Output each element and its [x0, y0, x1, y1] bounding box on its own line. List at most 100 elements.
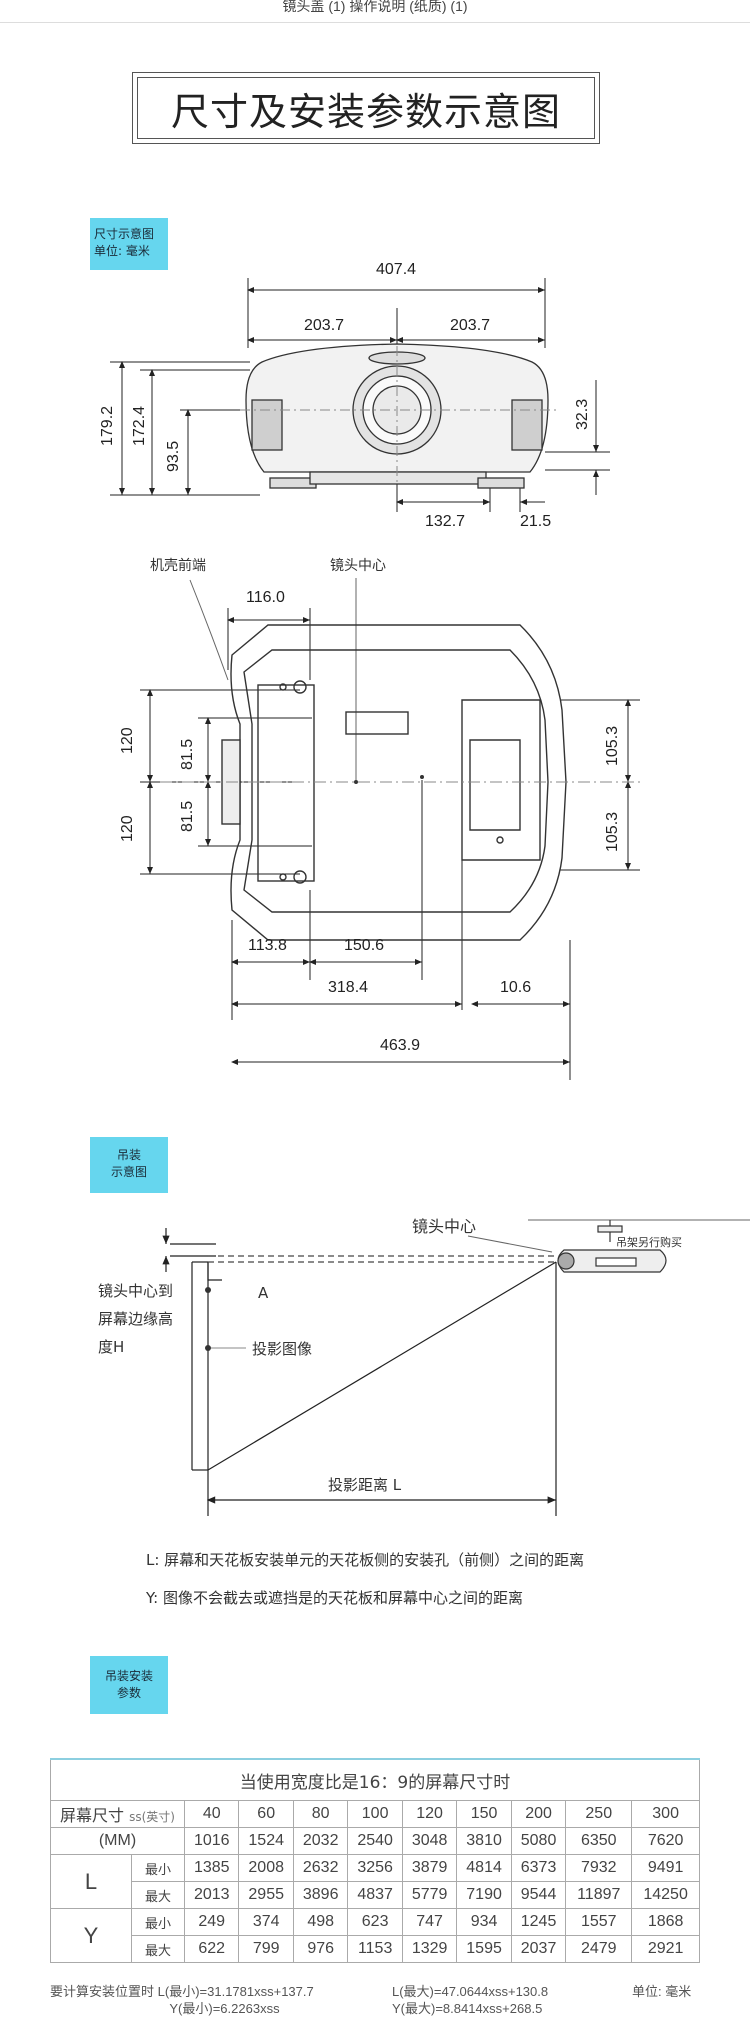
- y-min-cell: 747: [401, 1908, 458, 1936]
- dim-815a: 81.5: [179, 739, 196, 770]
- mm-cell: 1524: [238, 1827, 294, 1855]
- table-row-sizes: 屏幕尺寸 ss(英寸) 40 60 80 100 120 150 200 250…: [50, 1800, 700, 1828]
- top-crumb-bar: 镜头盖 (1) 操作说明 (纸质) (1): [0, 0, 750, 23]
- y-min-label: 最小: [131, 1908, 185, 1936]
- y-max-cell: 622: [183, 1935, 240, 1963]
- y-min-cell: 1557: [565, 1908, 633, 1936]
- dim-1053a: 105.3: [604, 726, 621, 766]
- dim-203b: 203.7: [450, 317, 490, 334]
- dim-4639: 463.9: [380, 1037, 420, 1054]
- size-label-cell: 屏幕尺寸 ss(英寸): [50, 1800, 185, 1828]
- l-max-cell: 5779: [401, 1881, 458, 1909]
- l-min-cell: 9491: [631, 1854, 700, 1882]
- table-row-y-min: Y 最小 249 374 498 623 747 934 1245 1557 1…: [50, 1908, 700, 1963]
- y-max-cell: 2479: [565, 1935, 633, 1963]
- dim-1506: 150.6: [344, 937, 384, 954]
- size-cell: 40: [183, 1800, 240, 1828]
- dim-935: 93.5: [165, 441, 182, 472]
- label-height-1: 镜头中心到: [98, 1282, 173, 1300]
- label-projected-image: 投影图像: [252, 1340, 312, 1358]
- dim-1327: 132.7: [425, 513, 465, 530]
- formula-l-min: L(最小)=31.1781xss+137.7: [157, 1984, 314, 1999]
- y-min-cell: 249: [183, 1908, 240, 1936]
- y-max-cell: 1595: [456, 1935, 512, 1963]
- label-mount-note: 吊架另行购买: [616, 1235, 682, 1249]
- l-max-cell: 7190: [456, 1881, 512, 1909]
- size-cell: 200: [510, 1800, 567, 1828]
- size-cell: 300: [631, 1800, 700, 1828]
- l-min-cell: 1385: [183, 1854, 240, 1882]
- size-cell: 250: [565, 1800, 633, 1828]
- size-cell: 120: [401, 1800, 458, 1828]
- label-lens-center: 镜头中心: [330, 558, 386, 574]
- l-max-cell: 2013: [183, 1881, 240, 1909]
- table-header: 当使用宽度比是16：9的屏幕尺寸时: [50, 1758, 700, 1801]
- table-row-l-max: 最大 2013 2955 3896 4837 5779 7190 9544 11…: [51, 1881, 700, 1909]
- dim-215: 21.5: [520, 513, 551, 530]
- mm-cell: 3048: [401, 1827, 458, 1855]
- dim-323: 32.3: [574, 399, 591, 430]
- y-min-cell: 623: [347, 1908, 403, 1936]
- mm-cell: 1016: [183, 1827, 240, 1855]
- l-min-label: 最小: [131, 1854, 185, 1882]
- page-title: 尺寸及安装参数示意图: [137, 77, 595, 139]
- formula-l-max: L(最大)=47.0644xss+130.8: [392, 1984, 549, 1999]
- label-front-end: 机壳前端: [150, 557, 206, 574]
- table-header-row: 当使用宽度比是16：9的屏幕尺寸时: [50, 1758, 700, 1801]
- dim-1792: 179.2: [99, 406, 116, 446]
- tag-ceiling: 吊装 示意图: [90, 1137, 168, 1193]
- dim-407: 407.4: [376, 261, 416, 278]
- formula-block-right: L(最大)=47.0644xss+130.8 Y(最大)=8.8414xss+2…: [392, 1983, 548, 2017]
- table-row-l-min: L 最小 1385 2008 2632 3256 3879 4814 6373 …: [50, 1854, 700, 1909]
- label-height-3: 度H: [98, 1338, 124, 1356]
- size-label: 屏幕尺寸: [60, 1806, 125, 1825]
- mm-cell: 2032: [292, 1827, 349, 1855]
- y-max-label: 最大: [131, 1935, 185, 1963]
- crumb-text: 镜头盖 (1) 操作说明 (纸质) (1): [282, 0, 468, 14]
- dim-3184: 318.4: [328, 979, 368, 996]
- y-min-cell: 374: [238, 1908, 294, 1936]
- dim-203a: 203.7: [304, 317, 344, 334]
- y-min-cell: 498: [292, 1908, 349, 1936]
- l-max-label: 最大: [131, 1881, 185, 1909]
- mm-cell: 7620: [631, 1827, 700, 1855]
- title-frame: 尺寸及安装参数示意图: [132, 72, 600, 144]
- l-max-cell: 3896: [292, 1881, 349, 1909]
- dim-106: 10.6: [500, 979, 531, 996]
- dim-120b: 120: [119, 815, 136, 842]
- formula-block-left: 要计算安装位置时 L(最小)=31.1781xss+137.7 Y(最小)=6.…: [50, 1983, 314, 2017]
- l-min-cell: 3879: [401, 1854, 458, 1882]
- formula-y-max: Y(最大)=8.8414xss+268.5: [392, 2001, 543, 2016]
- note-l: L: 屏幕和天花板安装单元的天花板侧的安装孔（前侧）之间的距离: [146, 1551, 585, 1569]
- y-max-cell: 2921: [631, 1935, 700, 1963]
- dim-120a: 120: [119, 727, 136, 754]
- formula-unit: 单位: 毫米: [632, 1984, 692, 1999]
- projector-ceiling-icon: [557, 1220, 667, 1273]
- front-view-drawing: 407.4 203.7 203.7 179.2 172.4 93.5 32.3 …: [99, 261, 610, 530]
- y-max-cell: 2037: [510, 1935, 567, 1963]
- l-min-cell: 3256: [347, 1854, 403, 1882]
- tag-dimension: 尺寸示意图 单位: 毫米: [90, 218, 168, 270]
- y-label: Y: [50, 1908, 132, 1963]
- l-min-cell: 2632: [292, 1854, 349, 1882]
- note-y: Y: 图像不会截去或遮挡是的天花板和屏幕中心之间的距离: [146, 1589, 523, 1607]
- size-cell: 100: [347, 1800, 403, 1828]
- l-max-cell: 9544: [510, 1881, 567, 1909]
- l-max-cell: 2955: [238, 1881, 294, 1909]
- label-distance: 投影距离 L: [328, 1476, 402, 1494]
- formula-prefix: 要计算安装位置时: [50, 1984, 155, 1999]
- mm-label: (MM): [50, 1827, 185, 1855]
- l-max-cell: 11897: [565, 1881, 633, 1909]
- dim-1138: 113.8: [248, 937, 287, 954]
- label-height-2: 屏幕边缘高: [98, 1310, 173, 1328]
- l-max-cell: 14250: [631, 1881, 700, 1909]
- mm-cell: 2540: [347, 1827, 403, 1855]
- y-min-cell: 1245: [510, 1908, 567, 1936]
- size-cell: 80: [292, 1800, 349, 1828]
- dim-1724: 172.4: [131, 406, 148, 446]
- l-min-cell: 7932: [565, 1854, 633, 1882]
- formula-y-min: Y(最小)=6.2263xss: [169, 2001, 280, 2016]
- l-label: L: [50, 1854, 132, 1909]
- top-view-drawing: 机壳前端 镜头中心: [119, 557, 640, 1080]
- y-max-cell: 799: [238, 1935, 294, 1963]
